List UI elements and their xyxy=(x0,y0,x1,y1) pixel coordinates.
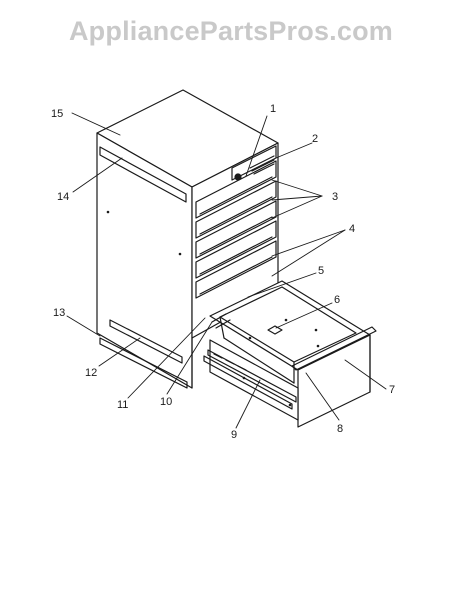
callout-10: 10 xyxy=(160,396,172,408)
drawer-fronts xyxy=(195,160,277,299)
bottom-rail-inner xyxy=(109,319,183,364)
callout-3: 3 xyxy=(332,191,338,203)
callout-8: 8 xyxy=(337,423,343,435)
callout-15: 15 xyxy=(51,108,63,120)
drawer-handle xyxy=(291,326,377,371)
callout-14: 14 xyxy=(57,191,69,203)
callout-12: 12 xyxy=(85,367,97,379)
top-rail xyxy=(99,146,187,203)
callout-13: 13 xyxy=(53,307,65,319)
callout-7: 7 xyxy=(389,384,395,396)
callout-2: 2 xyxy=(312,133,318,145)
slide-rail-upper xyxy=(207,349,297,403)
drawer-slide-assembly xyxy=(203,313,299,421)
slide-rail-lower xyxy=(203,355,293,410)
callout-1: 1 xyxy=(270,103,276,115)
drawer-center-block xyxy=(267,325,283,335)
callout-9: 9 xyxy=(231,429,237,441)
leader-lines xyxy=(66,112,387,429)
watermark-text: AppliancePartsPros.com xyxy=(68,16,393,46)
callout-6: 6 xyxy=(334,294,340,306)
cabinet-body xyxy=(96,89,279,389)
callout-labels: 1 2 3 4 5 6 7 8 9 10 11 12 13 14 15 xyxy=(51,103,395,441)
callout-4: 4 xyxy=(349,223,355,235)
open-drawer xyxy=(209,280,377,428)
callout-5: 5 xyxy=(318,265,324,277)
callout-11: 11 xyxy=(117,399,128,411)
